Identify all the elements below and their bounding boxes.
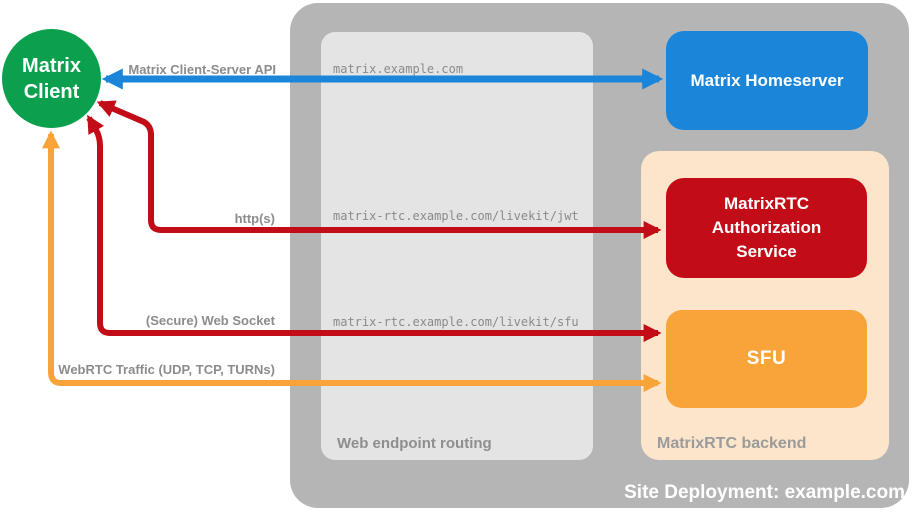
matrix-homeserver-node: Matrix Homeserver [666, 31, 868, 130]
site-deployment-caption: Site Deployment: example.com [624, 482, 905, 503]
matrix-client-node: Matrix Client [2, 29, 101, 128]
webrtc-traffic-label: WebRTC Traffic (UDP, TCP, TURNs) [58, 362, 275, 377]
web-endpoint-routing-panel [321, 32, 593, 460]
matrixrtc-backend-caption: MatrixRTC backend [657, 435, 807, 452]
sfu-node: SFU [666, 310, 867, 408]
endpoint-url-livekit-jwt: matrix-rtc.example.com/livekit/jwt [333, 209, 579, 223]
matrixrtc-authorization-service-node: MatrixRTC Authorization Service [666, 178, 867, 278]
web-endpoint-routing-caption: Web endpoint routing [337, 435, 492, 452]
endpoint-url-livekit-sfu: matrix-rtc.example.com/livekit/sfu [333, 315, 579, 329]
client-server-api-label: Matrix Client-Server API [128, 62, 276, 77]
secure-web-socket-label: (Secure) Web Socket [145, 313, 275, 328]
https-label: http(s) [234, 211, 275, 226]
endpoint-url-matrix: matrix.example.com [333, 62, 464, 76]
